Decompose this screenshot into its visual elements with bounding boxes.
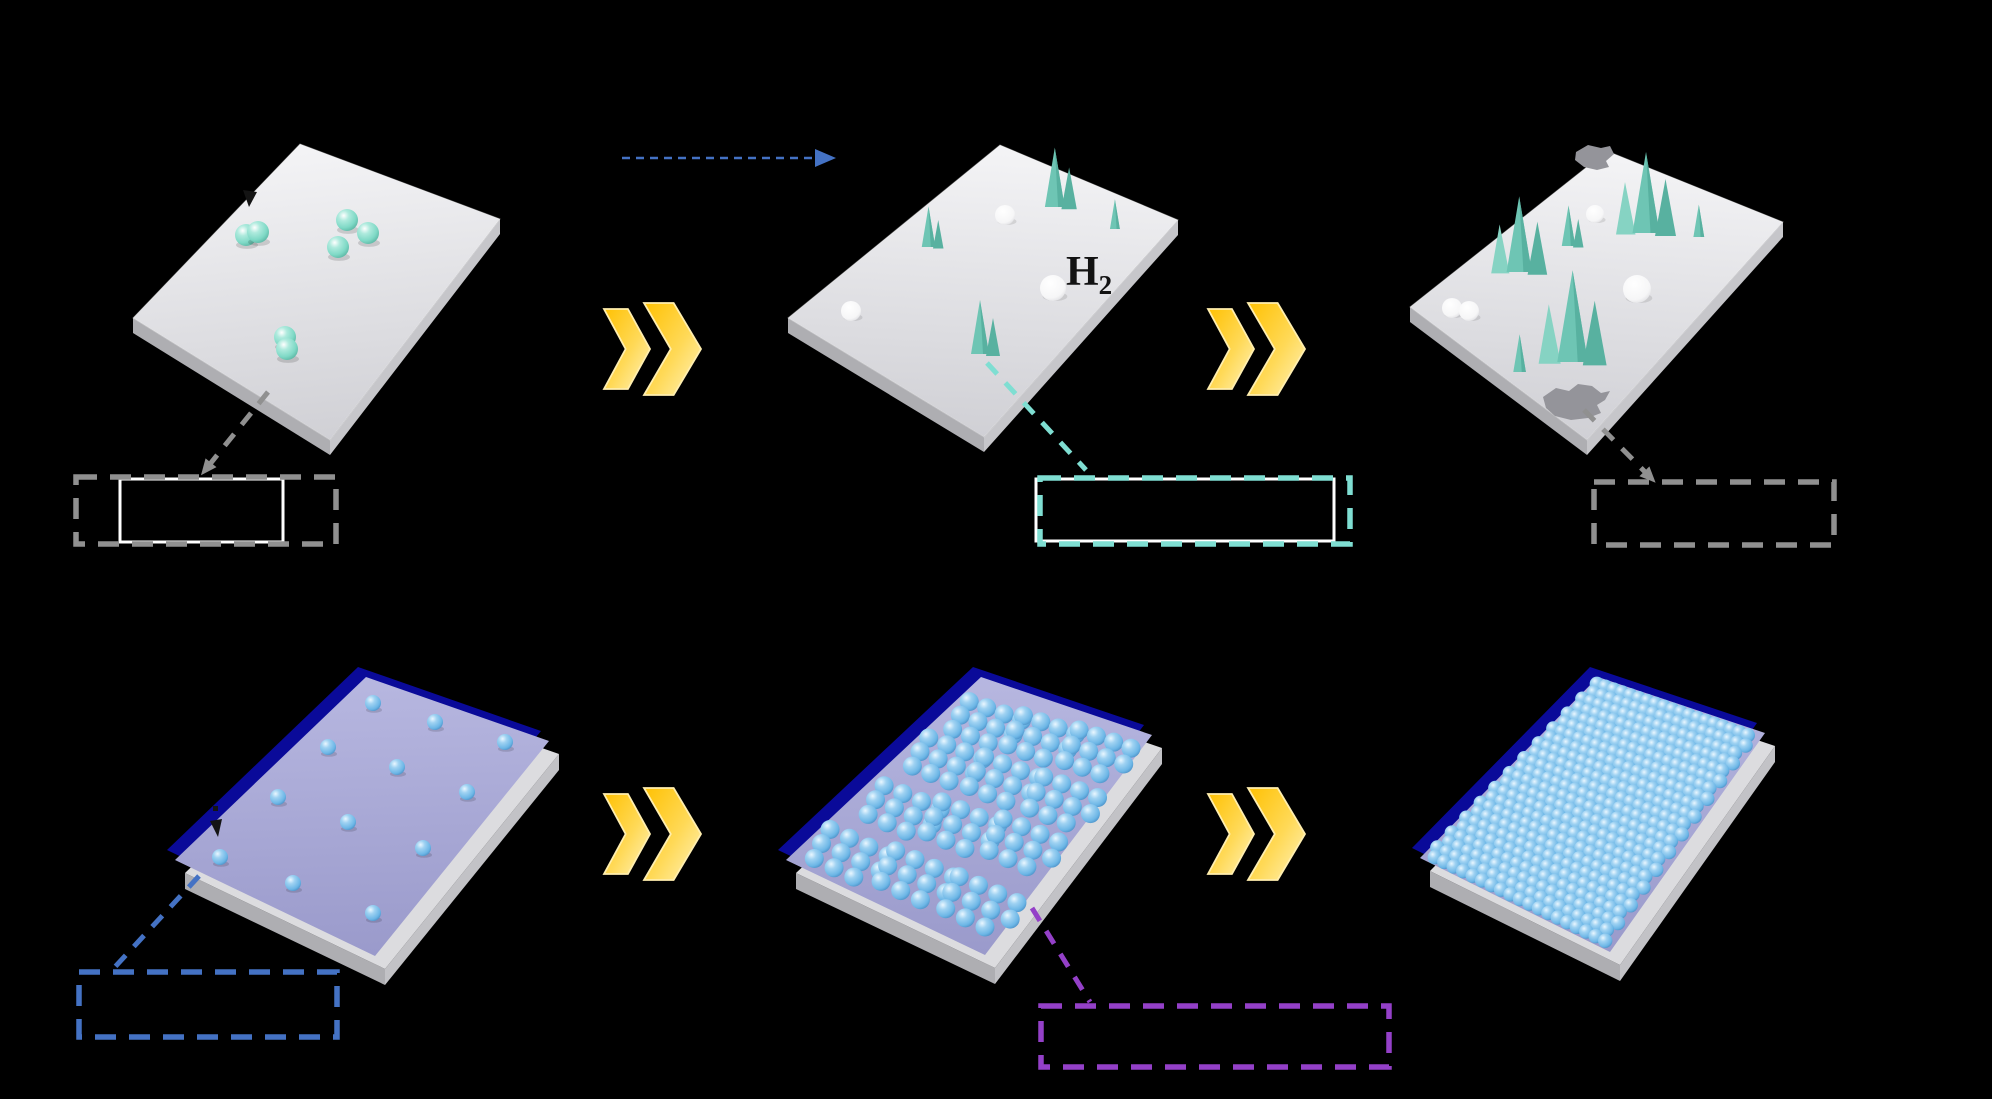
- deposited-particles: [212, 695, 514, 923]
- process-step-chevron-icon: [1206, 787, 1307, 881]
- h2-gas-bubbles: [1442, 205, 1653, 321]
- deposition-mini-arrow-icon: [243, 190, 257, 207]
- plate-coated-full: [1412, 667, 1775, 981]
- dense-deposit-layer: [1427, 676, 1755, 948]
- plate-bare-dendrites: [1409, 145, 1784, 455]
- dendrite-spike-cluster: [1513, 334, 1526, 372]
- dendrite-spike-cluster: [1044, 147, 1077, 210]
- dendrites: [1491, 152, 1705, 372]
- ordered-nuclei-clusters: [804, 692, 1141, 937]
- dendrite-spike-cluster: [1491, 196, 1548, 275]
- plate-bare-initial: [132, 143, 501, 455]
- leader-line: [1582, 408, 1656, 483]
- h2-main: H: [1066, 249, 1099, 295]
- dendrite-spike-cluster: [1693, 204, 1705, 237]
- dead-metal-patch: [1575, 145, 1614, 170]
- dashed-flow-arrow-icon: [622, 149, 836, 167]
- dendrite-spike-cluster: [1538, 270, 1607, 366]
- h2-subscript: 2: [1099, 270, 1113, 300]
- process-step-chevron-icon: [1206, 302, 1307, 396]
- dendrite-spike-cluster: [971, 300, 1000, 356]
- plate-coated-initial: [167, 667, 559, 985]
- leader-line: [200, 390, 270, 476]
- empty-label-box: [76, 969, 340, 1040]
- dendrite-spike-cluster: [921, 206, 944, 249]
- dendrite-spike-cluster: [1109, 199, 1120, 229]
- deposition-mini-arrow-icon: [210, 806, 222, 837]
- deposited-particles: [235, 209, 380, 363]
- empty-label-box: [1591, 479, 1837, 548]
- coating-top-face: [175, 677, 549, 956]
- empty-label-box: [1038, 1003, 1392, 1070]
- leader-line: [985, 361, 1088, 472]
- h2-gas-label: H2: [1066, 249, 1112, 300]
- empty-label-box: [73, 474, 339, 547]
- process-step-chevron-icon: [602, 302, 703, 396]
- h2-gas-bubbles: [841, 205, 1068, 321]
- dendrite-spike-cluster: [1561, 205, 1584, 248]
- plate-coated-clusters: [778, 667, 1162, 984]
- leader-line: [112, 874, 201, 970]
- flow-arrows-layer: [210, 149, 1307, 881]
- dendrite-spike-cluster: [1616, 152, 1676, 236]
- plates-layer: [132, 143, 1784, 985]
- dead-metal-patch: [1543, 384, 1610, 420]
- empty-label-box: [1034, 475, 1353, 547]
- process-step-chevron-icon: [602, 787, 703, 881]
- plate-bare-nucleation: [787, 144, 1179, 452]
- leader-lines-layer: [112, 361, 1656, 1004]
- leader-line: [1029, 906, 1093, 1004]
- label-boxes-layer: [73, 474, 1837, 1070]
- dendrites: [921, 147, 1120, 356]
